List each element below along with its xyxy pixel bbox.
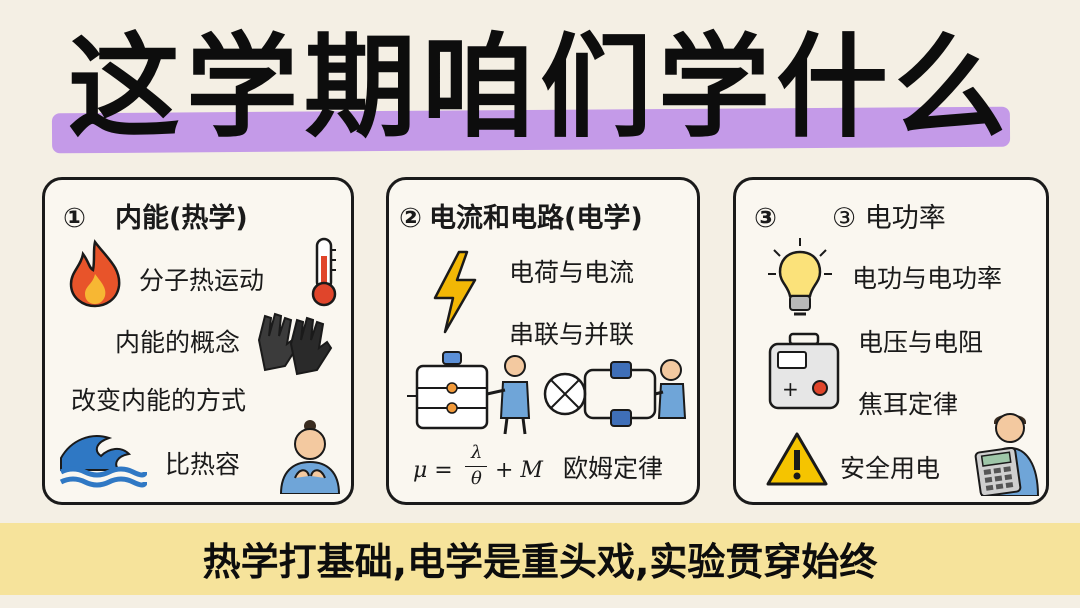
topic-item: 电荷与电流	[509, 258, 635, 287]
warning-icon	[766, 432, 828, 486]
summary-banner	[0, 523, 1080, 595]
fire-icon	[69, 239, 121, 308]
formula-rhs: + M	[495, 458, 543, 483]
topic-item: 改变内能的方式	[71, 386, 247, 415]
wave-icon	[59, 435, 147, 488]
summary-text: 热学打基础,电学是重头戏,实验贯穿始终	[202, 540, 878, 584]
topic-item: 电功与电功率	[852, 264, 1003, 293]
card-number: ②	[399, 203, 422, 234]
topic-item: 欧姆定律	[563, 454, 664, 483]
series-circuit-icon	[543, 359, 687, 427]
card-heading: 电流和电路(电学)	[429, 203, 643, 234]
topic-card-power: ③ ③ 电功率 电功与电功率 + 电压与电阻 焦耳定律 安全用电	[733, 177, 1049, 505]
formula-lhs: μ =	[413, 458, 453, 483]
topic-item: 焦耳定律	[858, 390, 959, 419]
ohms-law-formula: μ = λ θ + M	[413, 442, 553, 492]
card-heading: ③ 电功率	[832, 203, 946, 234]
gloves-icon	[257, 312, 333, 376]
fraction-bar	[465, 466, 487, 467]
person-calculator-icon	[974, 413, 1040, 496]
topic-card-heat: ① 内能(热学) 分子热运动 内能的概念 改变内能的方式 比热容	[42, 177, 354, 505]
topic-item: 安全用电	[840, 454, 941, 483]
lightbulb-icon	[768, 238, 832, 316]
person-warm-icon	[279, 420, 341, 494]
thermometer-icon	[311, 237, 337, 307]
topic-item: 分子热运动	[139, 266, 265, 295]
topic-card-electricity: ② 电流和电路(电学) 电荷与电流 串联与并联 μ = λ θ + M	[386, 177, 700, 505]
title-area: 这学期咱们学什么	[0, 0, 1080, 170]
topic-item: 内能的概念	[115, 328, 241, 357]
topic-item: 串联与并联	[509, 320, 635, 349]
card-heading: 内能(热学)	[115, 203, 248, 234]
page-title: 这学期咱们学什么	[68, 23, 1012, 153]
formula-numerator: λ	[471, 442, 483, 463]
parallel-circuit-icon	[407, 351, 531, 435]
topic-item: 比热容	[165, 450, 241, 479]
topic-item: 电压与电阻	[858, 328, 984, 357]
formula-denominator: θ	[471, 468, 482, 489]
voltmeter-icon: +	[768, 332, 840, 410]
card-number: ③	[754, 203, 777, 234]
lightning-icon	[433, 250, 477, 334]
card-number: ①	[63, 203, 86, 234]
svg-text:+: +	[782, 377, 799, 401]
